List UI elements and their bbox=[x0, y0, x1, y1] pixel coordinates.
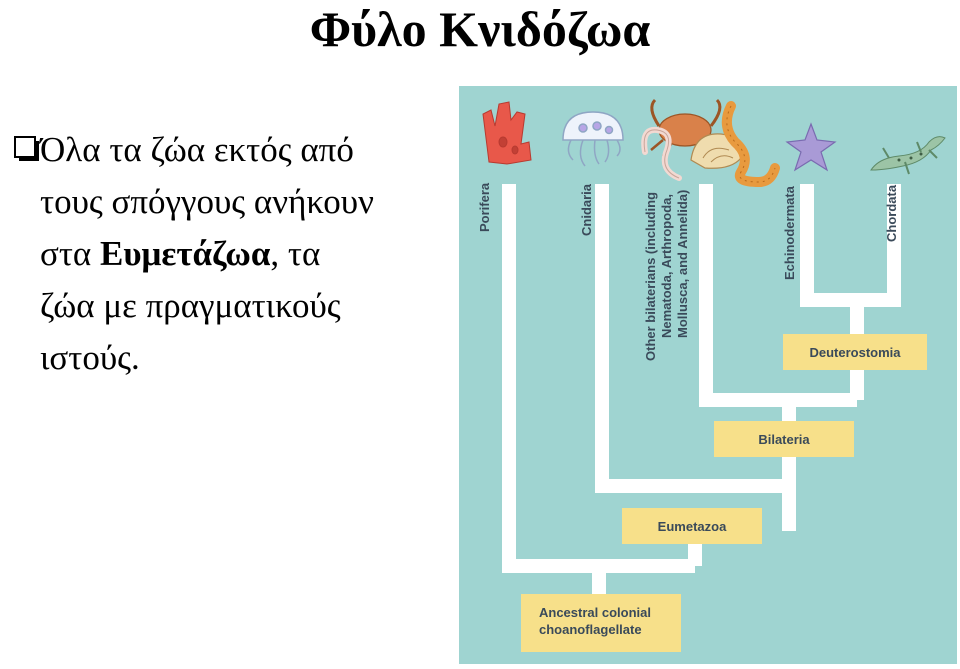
bullet-line-3-start: στα bbox=[40, 234, 101, 273]
bullet-line-2: τους σπόγγους ανήκουν bbox=[40, 182, 374, 221]
slide-title: Φύλο Κνιδόζωα bbox=[309, 1, 651, 57]
other-bilaterians-label-line-2: Nematoda, Arthropoda, bbox=[659, 194, 674, 338]
porifera-label: Porifera bbox=[477, 182, 492, 232]
bullet-line-3-end: , τα bbox=[270, 234, 321, 273]
bilateria-node-box bbox=[714, 421, 854, 457]
branch-bilateria-split bbox=[699, 184, 857, 407]
cnidaria-label: Cnidaria bbox=[579, 183, 594, 236]
branch-deuterostomia-split bbox=[800, 184, 901, 307]
chordata-label: Chordata bbox=[884, 184, 899, 242]
ancestor-label-line-2: choanoflagellate bbox=[539, 622, 642, 637]
salamander-icon bbox=[870, 136, 946, 175]
phylogenetic-tree-figure: Ancestral colonial choanoflagellate Eume… bbox=[459, 86, 957, 664]
branch-cnidaria-bilateria bbox=[595, 184, 789, 493]
checkbox-bullet-icon bbox=[14, 136, 39, 161]
bullet-text: Όλα τα ζώα εκτός από τους σπόγγους ανήκο… bbox=[14, 124, 464, 384]
bullet-line-5: ιστούς. bbox=[40, 338, 140, 377]
phylogenetic-tree: Ancestral colonial choanoflagellate Eume… bbox=[477, 98, 946, 652]
eumetazoa-label: Eumetazoa bbox=[658, 519, 727, 534]
nematode-worm-icon bbox=[641, 126, 682, 181]
sponge-icon bbox=[482, 101, 532, 165]
deuterostomia-label: Deuterostomia bbox=[809, 345, 901, 360]
eumetazoa-node-box bbox=[622, 508, 762, 544]
eumetazoa-term: Ευμετάζωα bbox=[100, 234, 271, 273]
ancestor-label-line-1: Ancestral colonial bbox=[539, 605, 651, 620]
echinodermata-label: Echinodermata bbox=[782, 185, 797, 280]
tree-branches bbox=[502, 184, 901, 596]
bilateria-label: Bilateria bbox=[758, 432, 810, 447]
other-bilaterians-label-line-1: Other bilaterians (including bbox=[643, 192, 658, 361]
ancestor-node-box bbox=[521, 594, 681, 652]
jellyfish-icon bbox=[562, 111, 624, 167]
branch-porifera-eumetazoa bbox=[502, 184, 695, 573]
bullet-line-4: ζώα με πραγματικούς bbox=[40, 286, 341, 325]
sea-star-icon bbox=[785, 122, 837, 172]
bullet-line-3: στα Ευμετάζωα, τα bbox=[14, 228, 464, 280]
bullet-line-1: Όλα τα ζώα εκτός από bbox=[40, 130, 354, 169]
deuterostomia-node-box bbox=[783, 334, 927, 370]
other-bilaterians-label-line-3: Mollusca, and Annelida) bbox=[675, 190, 690, 338]
annelid-worm-icon bbox=[721, 101, 780, 188]
